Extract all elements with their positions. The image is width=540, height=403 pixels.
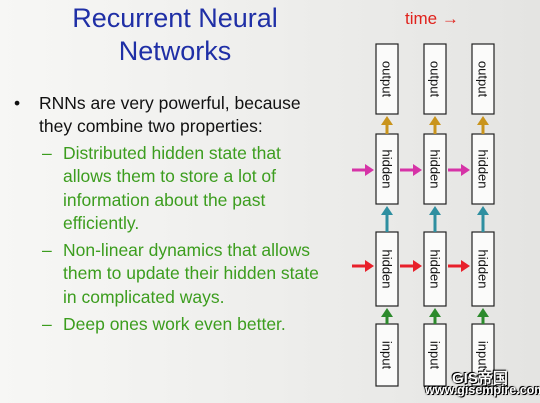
sub-bullet-1: – Distributed hidden state that allows t… [14, 142, 334, 235]
main-bullet-text: RNNs are very powerful, because they com… [39, 93, 301, 136]
output-box-1 [375, 43, 399, 115]
hidden-bottom-label: hidden [428, 249, 443, 288]
recurrent-arrow-top [448, 164, 470, 176]
watermark-url: www.gisempire.com [425, 383, 540, 397]
output-label: output [428, 61, 443, 98]
sub-bullet-list: – Distributed hidden state that allows t… [14, 142, 334, 336]
main-bullet: • RNNs are very powerful, because they c… [14, 92, 334, 138]
time-label: time → [405, 9, 459, 28]
recurrent-arrow-bottom [448, 260, 470, 272]
output-label: output [380, 61, 395, 98]
slide-title-line1: Recurrent Neural [72, 3, 278, 33]
hidden-to-hidden-arrow [381, 206, 393, 232]
slide-title: Recurrent Neural Networks [40, 2, 310, 68]
sub-bullet-text: Non-linear dynamics that allows them to … [63, 240, 319, 307]
hidden-top-label: hidden [428, 149, 443, 188]
hidden-to-output-arrow [477, 116, 489, 134]
sub-bullet-marker: – [42, 314, 52, 335]
bullet-marker: • [14, 93, 21, 113]
sub-bullet-text: Deep ones work even better. [63, 314, 286, 335]
sub-bullet-text: Distributed hidden state that allows the… [63, 143, 281, 233]
sub-bullet-marker: – [42, 143, 52, 163]
hidden-to-output-arrow [381, 116, 393, 134]
input-label: input [428, 341, 443, 370]
hidden-to-output-arrow [429, 116, 441, 134]
input-to-hidden-arrow [429, 308, 441, 324]
slide-content: • RNNs are very powerful, because they c… [14, 92, 334, 340]
input-label: input [476, 341, 491, 370]
recurrent-arrow-bottom [352, 260, 374, 272]
recurrent-arrow-top [400, 164, 422, 176]
hidden-bottom-label: hidden [380, 249, 395, 288]
hidden-bottom-label: hidden [476, 249, 491, 288]
input-to-hidden-arrow [477, 308, 489, 324]
hidden-to-hidden-arrow [429, 206, 441, 232]
hidden-top-label: hidden [476, 149, 491, 188]
output-box-2 [423, 43, 447, 115]
output-box-3 [471, 43, 495, 115]
sub-bullet-3: – Deep ones work even better. [14, 313, 334, 336]
sub-bullet-2: – Non-linear dynamics that allows them t… [14, 239, 334, 309]
slide-title-line2: Networks [118, 36, 232, 66]
recurrent-arrow-bottom [400, 260, 422, 272]
recurrent-arrow-top [352, 164, 374, 176]
hidden-top-label: hidden [380, 149, 395, 188]
output-label: output [476, 61, 491, 98]
sub-bullet-marker: – [42, 240, 52, 261]
watermark-logo: GIS帝国 [452, 370, 508, 387]
hidden-to-hidden-arrow [477, 206, 489, 232]
input-to-hidden-arrow [381, 308, 393, 324]
input-label: input [380, 341, 395, 370]
